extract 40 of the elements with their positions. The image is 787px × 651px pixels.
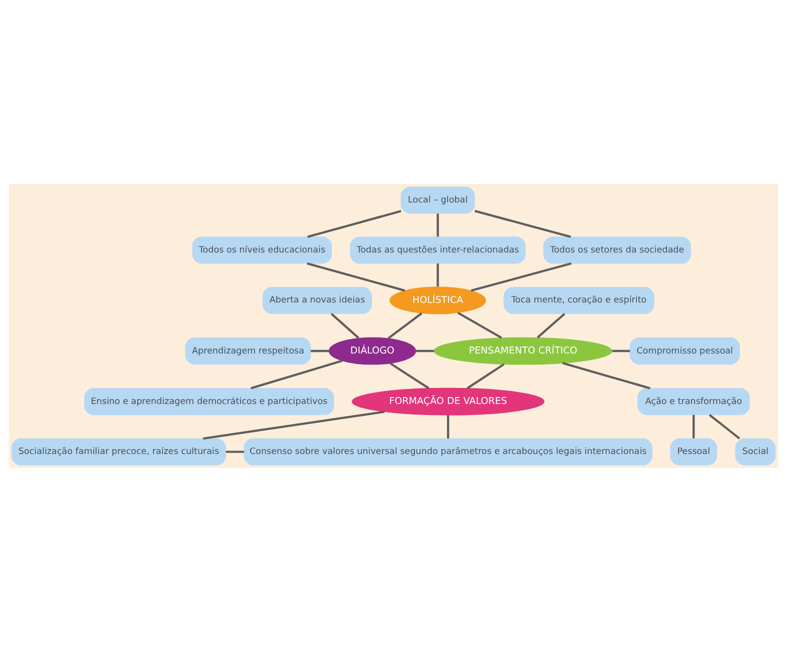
node-box: Ensino e aprendizagem democráticos e participativos <box>84 387 334 415</box>
connector <box>474 209 571 238</box>
connector <box>307 210 402 238</box>
connector <box>562 362 650 389</box>
connector <box>436 262 439 286</box>
connector <box>446 414 450 438</box>
connector <box>388 312 422 339</box>
connector <box>390 362 430 389</box>
node-box: Todos os setores da sociedade <box>543 236 692 264</box>
node-box: Social <box>735 438 776 465</box>
node-box: Consenso sobre valores universal segundo parâmetros e arcabouços legais internacionais <box>244 438 652 465</box>
connector <box>536 312 566 338</box>
node-box: Todos os níveis educacionais <box>192 236 332 264</box>
connector <box>306 262 406 292</box>
node-box: Aprendizagem respeitosa <box>185 336 311 364</box>
node-ellipse: FORMAÇÃO DE VALORES <box>352 387 544 415</box>
node-ellipse: PENSAMENTO CRÍTICO <box>434 336 612 364</box>
connector <box>466 362 505 389</box>
node-box: Aberta a novas ideias <box>262 286 372 314</box>
connector <box>250 359 343 389</box>
connector <box>202 410 385 440</box>
node-ellipse: DIÁLOGO <box>328 336 416 364</box>
node-ellipse: HOLÍSTICA <box>390 286 486 314</box>
connector <box>692 414 695 438</box>
node-box: Local – global <box>400 186 475 214</box>
connector <box>416 349 434 352</box>
connector <box>457 311 502 338</box>
connector <box>436 213 439 236</box>
node-box: Pessoal <box>670 438 718 465</box>
node-box: Socialização familiar precoce, raízes culturais <box>11 438 226 465</box>
connector <box>612 349 630 352</box>
connector <box>470 262 572 292</box>
connector <box>310 349 330 352</box>
connector <box>330 312 360 338</box>
connector <box>226 450 244 452</box>
connector <box>708 413 740 439</box>
node-box: Compromisso pessoal <box>630 336 740 364</box>
node-box: Todas as questões inter-relacionadas <box>350 236 526 264</box>
node-box: Toca mente, coração e espírito <box>504 286 654 314</box>
node-box: Ação e transformação <box>637 387 750 415</box>
